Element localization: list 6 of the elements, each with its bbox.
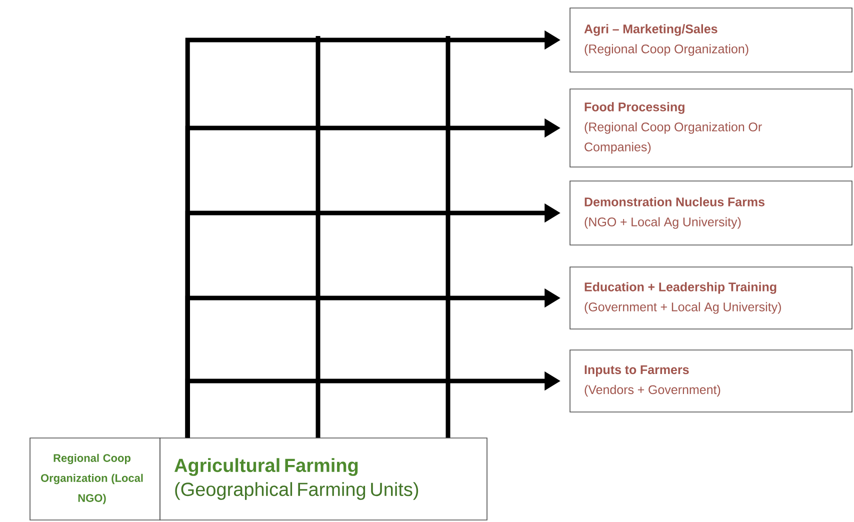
activity-box: Food Processing (Regional Coop Organization Or Companies): [570, 88, 852, 168]
activity-box: Education + Leadership Training (Government + Local Ag University): [570, 266, 852, 330]
activity-box: Inputs to Farmers (Vendors + Government): [570, 350, 852, 412]
organization-cell: Regional Coop Organization (Local NGO): [30, 438, 160, 520]
activity-box: Agri – Marketing/Sales (Regional Coop Organization): [570, 8, 852, 72]
activity-box: Demonstration Nucleus Farms (NGO + Local Ag University): [570, 180, 852, 246]
